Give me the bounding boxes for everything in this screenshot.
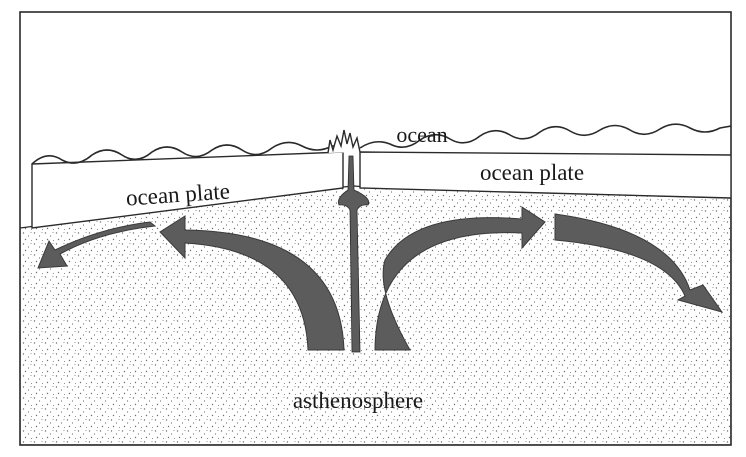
- asthenosphere-label: asthenosphere: [293, 388, 423, 413]
- right-plate-label: ocean plate: [480, 160, 584, 185]
- ocean-label: ocean: [396, 122, 447, 147]
